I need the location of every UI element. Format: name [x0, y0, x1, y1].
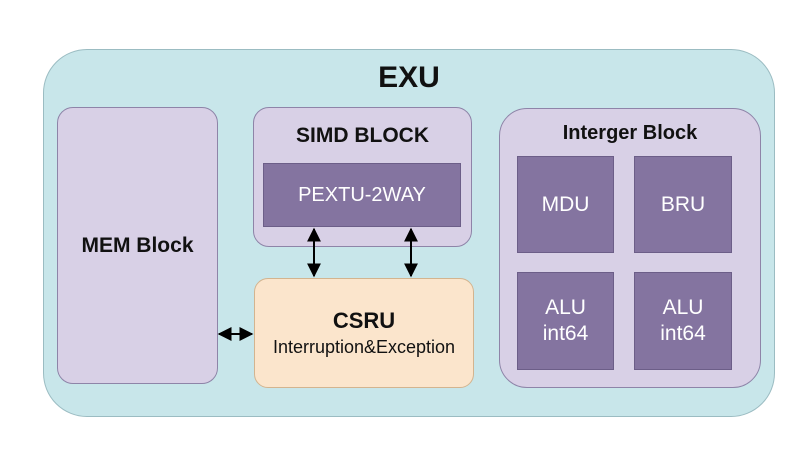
csru-title: CSRU — [332, 308, 396, 333]
csru-block: CSRU Interruption&Exception — [254, 278, 474, 388]
unit-sublabel: int64 — [660, 322, 706, 345]
alu-unit-2: ALU int64 — [634, 272, 732, 370]
integer-block-title: Interger Block — [562, 121, 698, 144]
bru-unit: BRU — [634, 156, 732, 253]
mem-block: MEM Block — [57, 107, 218, 384]
unit-label: BRU — [660, 192, 706, 216]
unit-label: ALU — [545, 296, 586, 319]
simd-block-title: SIMD BLOCK — [296, 124, 429, 147]
exu-title: EXU — [378, 61, 440, 94]
mdu-unit: MDU — [517, 156, 614, 253]
csru-subtitle: Interruption&Exception — [272, 337, 456, 357]
unit-sublabel: int64 — [542, 322, 589, 345]
pextu-unit: PEXTU-2WAY — [263, 163, 461, 227]
unit-label: ALU — [662, 296, 704, 319]
alu-unit-1: ALU int64 — [517, 272, 614, 370]
unit-label: MDU — [541, 192, 590, 216]
